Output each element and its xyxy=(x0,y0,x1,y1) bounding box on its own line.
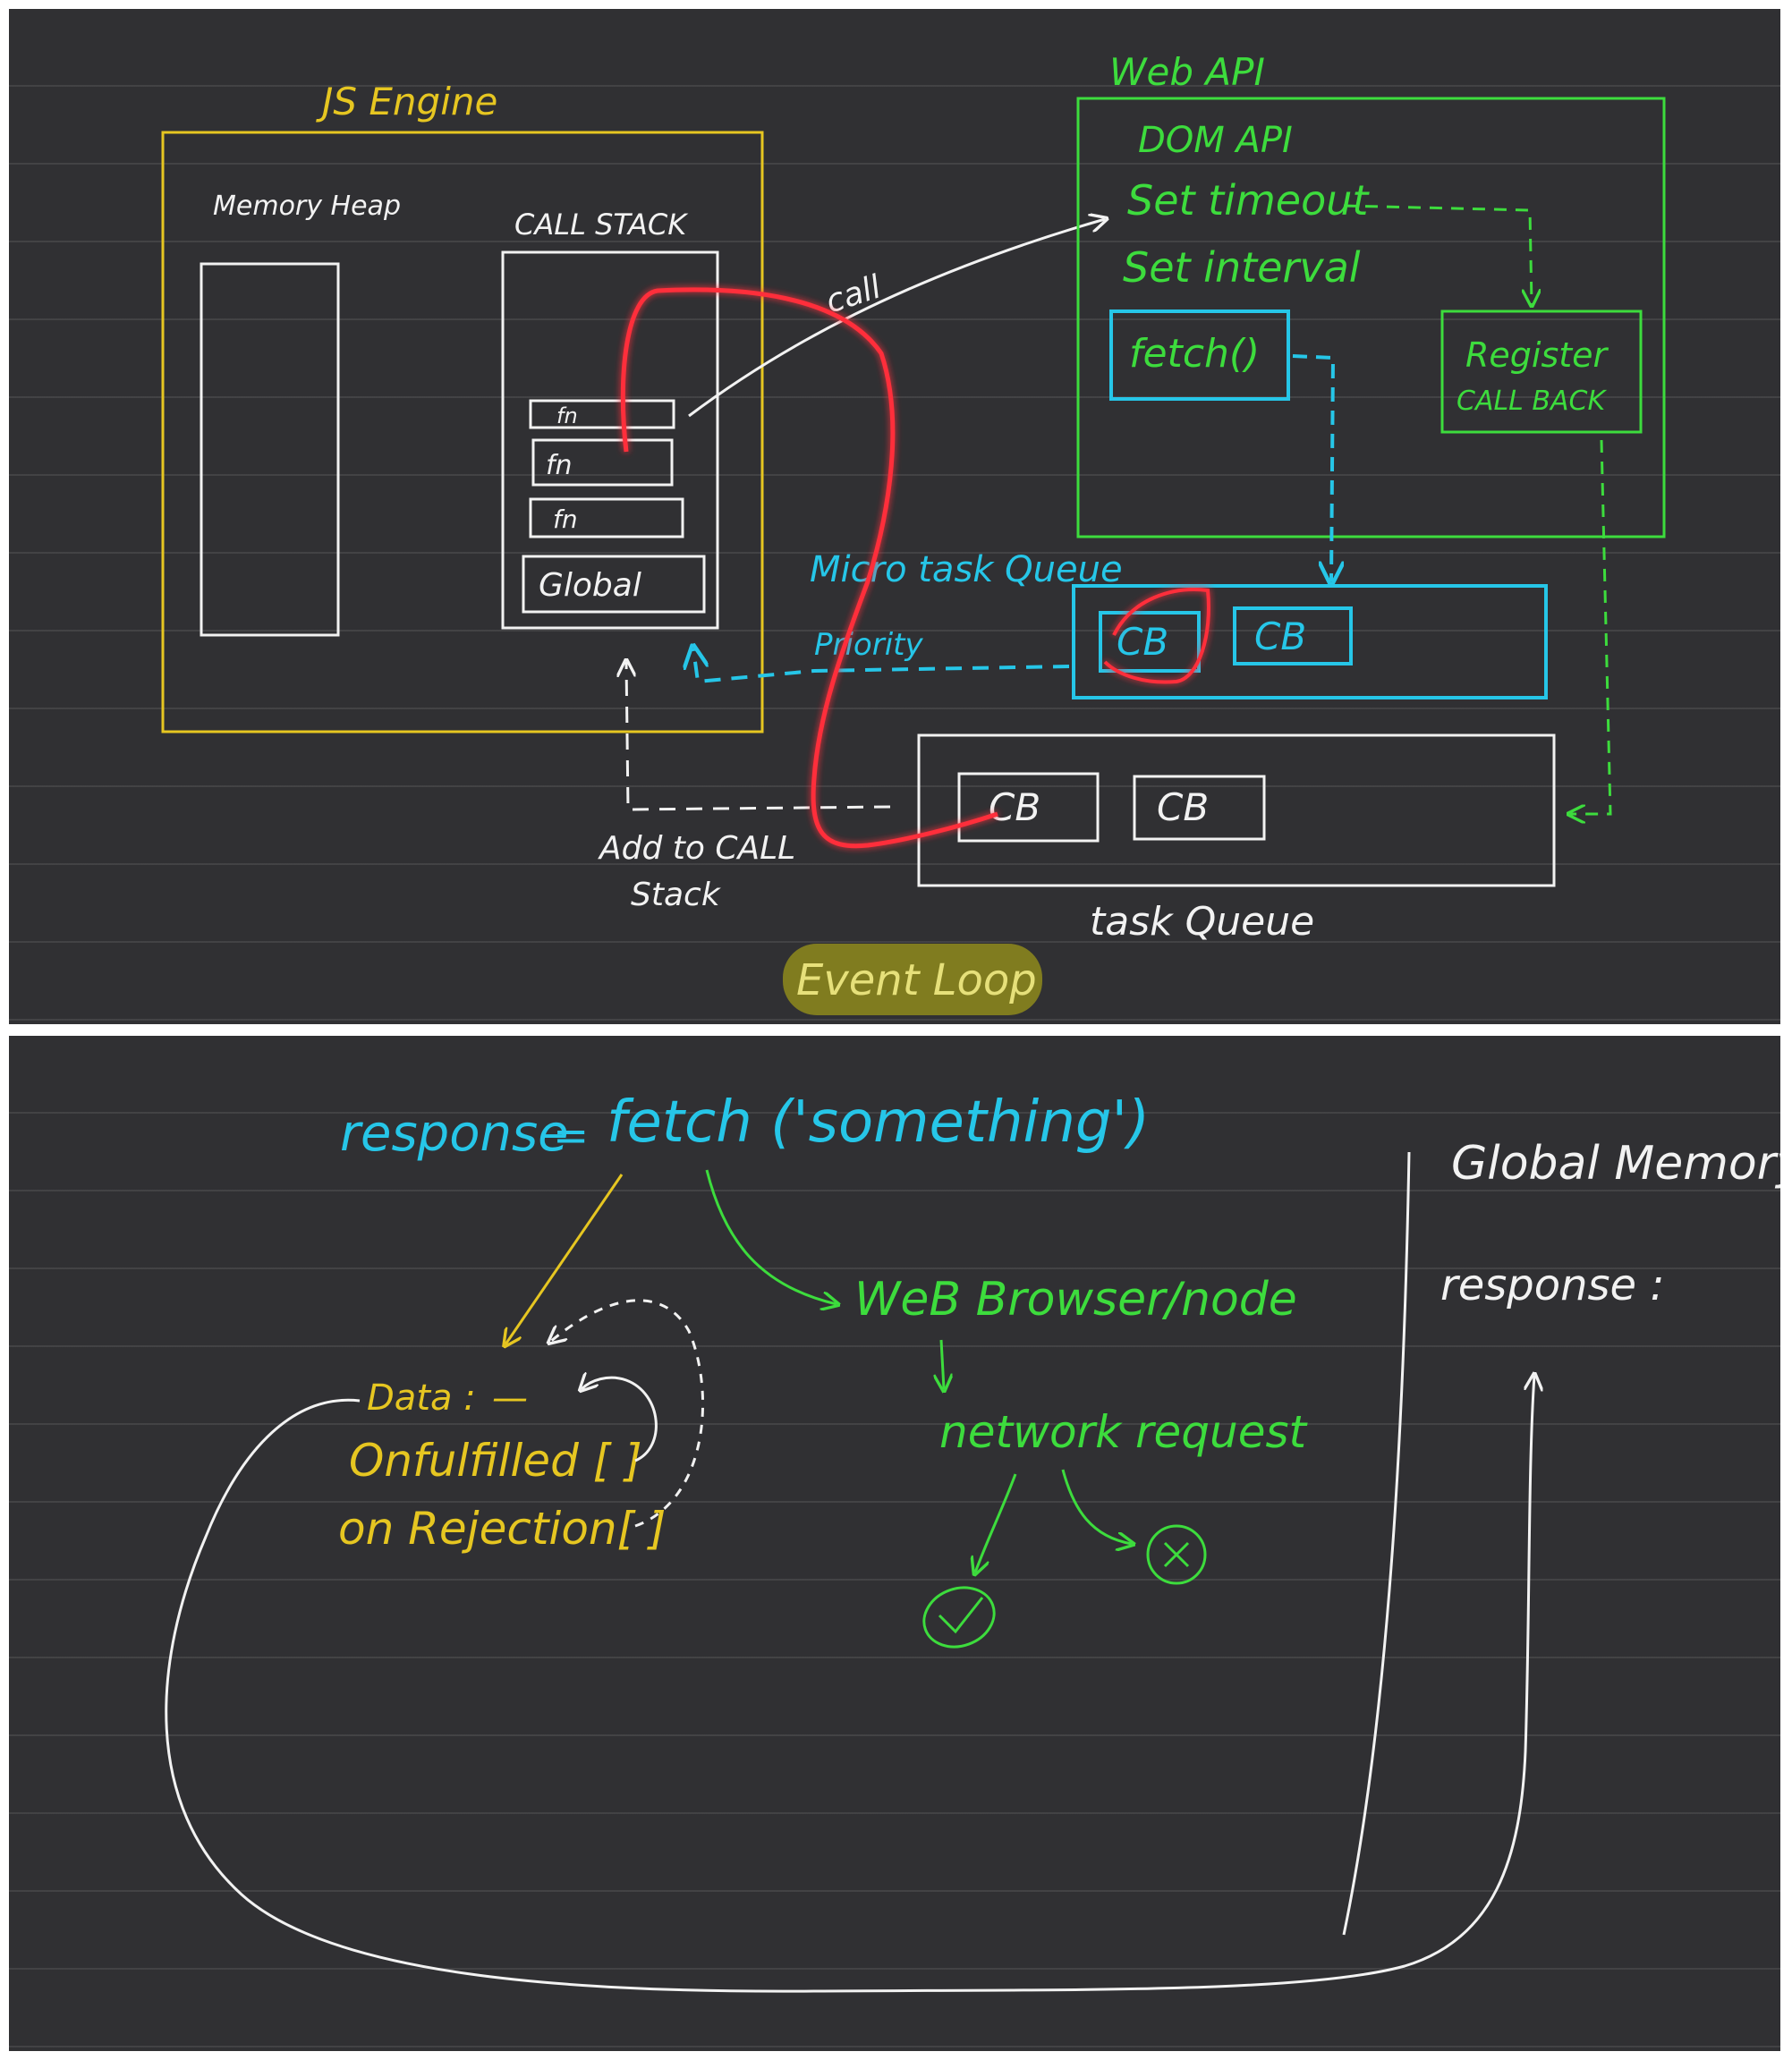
global-memory-title: Global Memory xyxy=(1451,1137,1780,1191)
register-to-task-queue-arrow xyxy=(1570,439,1612,814)
event-loop-label: Event Loop xyxy=(796,955,1037,1005)
promise-fetch-diagram: response = fetch ('something') Data : — … xyxy=(165,1089,1780,1993)
rejection-to-data-arrow xyxy=(550,1299,704,1528)
promise-object: Data : — Onfulfilled [ ] on Rejection[ ] xyxy=(338,1378,667,1555)
microtask-cb-label: CB xyxy=(1117,620,1168,664)
memory-heap-label: Memory Heap xyxy=(213,191,401,222)
global-memory-divider xyxy=(1342,1151,1411,1936)
microtask-cb xyxy=(1233,606,1353,665)
js-engine-title: JS Engine xyxy=(316,80,497,123)
callback-label: CALL BACK xyxy=(1457,386,1607,417)
onrejection-label: on Rejection[ ] xyxy=(338,1503,667,1555)
microtask-to-callstack-arrow xyxy=(693,649,1070,684)
memory-heap: Memory Heap xyxy=(200,191,401,637)
timeout-to-register-arrow xyxy=(1343,204,1532,304)
web-api-box: Web API DOM API Set timeout Set interval… xyxy=(1076,50,1666,538)
data-dash: — xyxy=(492,1378,528,1419)
stack-frame-label: fn xyxy=(553,504,578,534)
response-variable: response xyxy=(340,1105,569,1163)
stack-frame xyxy=(529,399,675,429)
priority-label: Priority xyxy=(814,627,923,663)
fetch-code-line: response = fetch ('something') xyxy=(340,1089,1150,1163)
event-loop-diagram: JS Engine Memory Heap CALL STACK fn fn f… xyxy=(161,50,1666,1015)
register-callback-box xyxy=(1440,309,1643,434)
stack-frame xyxy=(531,438,674,487)
event-loop-path xyxy=(620,287,1210,849)
fetch-to-microtask-arrow xyxy=(1292,354,1333,581)
add-to-call-label: Add to CALL xyxy=(598,830,795,867)
equals-sign: = xyxy=(553,1111,589,1161)
stack-frame xyxy=(529,497,684,538)
browser-to-network-arrow xyxy=(941,1339,944,1389)
call-stack: CALL STACK fn fn fn Global xyxy=(501,208,719,630)
task-cb-label: CB xyxy=(989,785,1040,829)
microtask-queue-title: Micro task Queue xyxy=(810,549,1123,590)
stack-frame-global xyxy=(522,555,706,614)
data-label: Data : xyxy=(367,1378,476,1419)
web-browser-label: WeB Browser/node xyxy=(854,1273,1297,1327)
network-request-label: network request xyxy=(939,1406,1309,1458)
microtask-cb-label: CB xyxy=(1254,615,1306,658)
call-stack-label: CALL STACK xyxy=(514,208,689,242)
global-response-label: response : xyxy=(1440,1260,1665,1310)
event-loop-diagram-panel: JS Engine Memory Heap CALL STACK fn fn f… xyxy=(9,9,1780,1024)
onfulfilled-label: Onfulfilled [ ] xyxy=(349,1435,642,1487)
fetch-call: fetch ('something') xyxy=(607,1089,1150,1156)
task-queue-title: task Queue xyxy=(1090,899,1314,945)
web-api-title: Web API xyxy=(1109,50,1265,94)
event-loop-label-group: Event Loop xyxy=(783,944,1042,1015)
microtask-queue: Micro task Queue Priority CB CB xyxy=(810,549,1548,699)
x-icon xyxy=(1146,1524,1207,1585)
stack-frame-label: fn xyxy=(546,450,573,481)
call-arrow xyxy=(688,219,1105,418)
stack-label: Stack xyxy=(631,877,722,913)
network-to-failure-arrow xyxy=(1061,1469,1132,1544)
task-cb-label: CB xyxy=(1157,785,1209,829)
stack-frame-global-label: Global xyxy=(539,567,641,604)
network-to-success-arrow xyxy=(975,1473,1017,1573)
register-label: Register xyxy=(1465,335,1609,375)
fetch-to-data-arrow xyxy=(505,1174,624,1344)
set-timeout-label: Set timeout xyxy=(1127,176,1370,225)
js-engine-box: JS Engine xyxy=(161,80,764,733)
check-icon xyxy=(922,1586,996,1649)
task-cb xyxy=(957,772,1100,843)
task-cb xyxy=(1133,775,1266,841)
stack-frame-label: fn xyxy=(556,403,578,428)
task-queue-to-callstack-arrow xyxy=(626,662,891,811)
set-interval-label: Set interval xyxy=(1123,243,1361,292)
fetch-box xyxy=(1109,309,1290,401)
dom-api-label: DOM API xyxy=(1138,120,1293,161)
fetch-label: fetch() xyxy=(1129,331,1260,377)
fulfilled-to-data-arrow xyxy=(582,1378,658,1462)
data-to-global-response-arrow xyxy=(165,1376,1534,1993)
promise-fetch-diagram-panel: response = fetch ('something') Data : — … xyxy=(9,1036,1780,2051)
fetch-to-browser-arrow xyxy=(705,1169,837,1304)
task-queue: CB CB task Queue xyxy=(917,733,1556,945)
microtask-cb xyxy=(1099,611,1201,673)
